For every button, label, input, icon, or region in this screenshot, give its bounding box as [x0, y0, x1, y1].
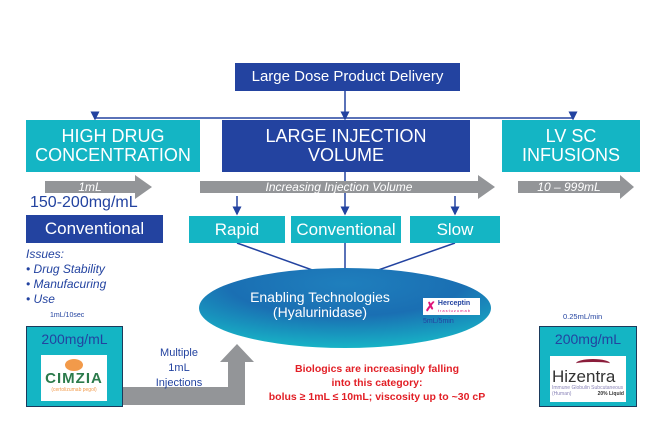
hizentra-logo-liquid: 20% Liquid [597, 391, 624, 397]
large-injection-volume-box: LARGE INJECTION VOLUME [222, 120, 470, 172]
herceptin-figure-icon: ✗ [425, 298, 436, 314]
cimzia-logo-icon [65, 359, 83, 371]
conventional-teal-box: Conventional [291, 216, 401, 243]
hizentra-swoosh-icon [576, 359, 610, 368]
cimzia-box: 200mg/mL CIMZIA (certolizumab pegol) [26, 326, 123, 407]
note-line3: bolus ≥ 1mL ≤ 10mL; viscosity up to ~30 … [268, 391, 486, 403]
herceptin-logo: ✗ Herceptin trastuzumab [423, 298, 480, 315]
hizentra-logo-human: (Human) [552, 391, 572, 397]
issue-item: • Use [26, 292, 55, 306]
arrow-increasing-volume [200, 175, 495, 199]
conventional-dark-box: Conventional [26, 215, 163, 243]
high-drug-concentration-box: HIGH DRUG CONCENTRATION [26, 120, 200, 172]
cimzia-logo: CIMZIA (certolizumab pegol) [41, 355, 107, 401]
hizentra-logo: Hizentra Immune Globulin Subcutaneous (H… [550, 356, 626, 402]
issues-list: Issues: • Drug Stability • Manufacuring … [26, 247, 106, 307]
multiple-line1: Multiple [160, 347, 198, 359]
high-conc-line2: CONCENTRATION [35, 145, 191, 165]
conventional-teal-label: Conventional [296, 219, 396, 239]
enabling-technologies-text: Enabling Technologies (Hyalurinidase) [222, 290, 418, 320]
concentration-150-200: 150-200mg/mL [30, 194, 138, 211]
arrow-1ml-label: 1mL [78, 180, 102, 194]
enabling-line2: (Hyalurinidase) [272, 304, 368, 320]
hizentra-box: 200mg/mL Hizentra Immune Globulin Subcut… [539, 326, 637, 407]
lv-sc-line1: LV SC [545, 126, 597, 147]
large-vol-line2: VOLUME [307, 145, 385, 165]
multiple-injections-label: Multiple 1mL Injections [148, 346, 210, 391]
cimzia-rate: 1mL/10sec [50, 312, 85, 319]
rapid-box: Rapid [189, 216, 285, 243]
herceptin-rate: 5mL/5min [423, 318, 454, 325]
biologics-note: Biologics are increasingly falling into … [252, 362, 502, 404]
arrow-10-999ml [518, 175, 634, 199]
lv-sc-infusions-box: LV SC INFUSIONS [502, 120, 640, 172]
hizentra-logo-sub: Immune Globulin Subcutaneous [552, 385, 624, 391]
hizentra-logo-text: Hizentra [552, 367, 616, 386]
high-conc-line1: HIGH DRUG [61, 126, 165, 147]
note-line2: into this category: [331, 377, 423, 389]
hizentra-concentration: 200mg/mL [554, 331, 622, 347]
slow-label: Slow [436, 219, 474, 239]
arrow-1ml [45, 175, 152, 199]
lv-sc-line2: INFUSIONS [521, 145, 620, 165]
herceptin-name: Herceptin [437, 299, 471, 307]
cimzia-logo-text: CIMZIA [45, 370, 103, 387]
large-dose-title: Large Dose Product Delivery [251, 68, 444, 86]
issue-item: • Drug Stability [26, 262, 105, 276]
arrow-10-999ml-label: 10 – 999mL [537, 180, 601, 194]
slow-box: Slow [410, 216, 500, 243]
herceptin-sub: trastuzumab [437, 307, 471, 313]
hizentra-rate: 0.25mL/min [563, 312, 603, 321]
large-vol-line1: LARGE INJECTION [265, 126, 427, 147]
multiple-line2: 1mL [168, 362, 190, 374]
issues-heading: Issues: [26, 247, 65, 261]
note-line1: Biologics are increasingly falling [295, 363, 459, 375]
large-dose-title-box: Large Dose Product Delivery [235, 63, 460, 91]
conventional-dark-label: Conventional [44, 219, 145, 239]
cimzia-logo-sub: (certolizumab pegol) [51, 387, 97, 393]
cimzia-concentration: 200mg/mL [41, 331, 108, 347]
multiple-line3: Injections [155, 377, 203, 389]
issue-item: • Manufacuring [26, 277, 107, 291]
arrow-multiple-injections [122, 344, 254, 405]
arrow-increasing-volume-label: Increasing Injection Volume [265, 180, 413, 194]
rapid-label: Rapid [214, 219, 260, 239]
enabling-technologies-ellipse [199, 268, 491, 348]
enabling-line1: Enabling Technologies [250, 289, 390, 305]
